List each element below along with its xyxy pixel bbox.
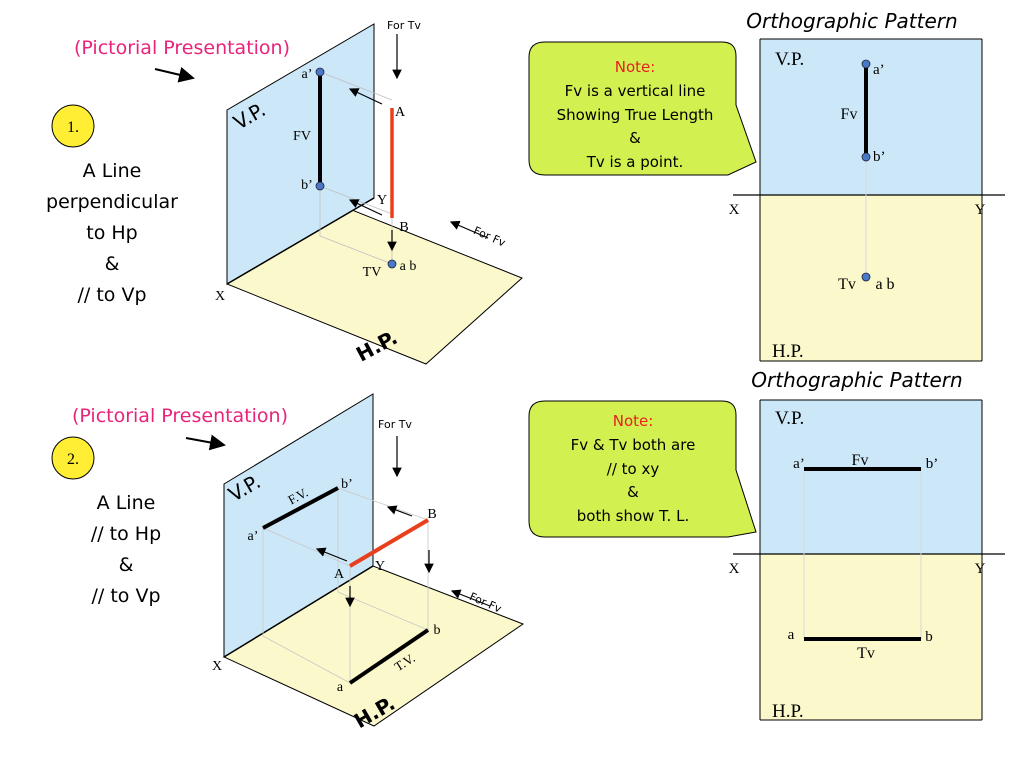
case1-note-line-4: Tv is a point. <box>586 153 684 171</box>
case2-x-label: X <box>212 659 222 674</box>
case1-ortho-ab: a b <box>875 276 894 293</box>
case2-orthographic <box>733 399 1005 721</box>
case1-desc-5: // to Vp <box>77 284 146 306</box>
case2-ortho-vp <box>760 400 982 554</box>
case2-note-line-1: Fv & Tv both are <box>571 436 696 454</box>
case1-ortho-y: Y <box>975 202 986 218</box>
case1-number-badge <box>51 104 95 148</box>
case2-for-tv: For Tv <box>378 418 412 431</box>
case2-ortho-y: Y <box>975 561 986 577</box>
case1-ortho-title: Orthographic Pattern <box>746 9 957 33</box>
case2-b-prime: b’ <box>341 477 353 492</box>
case1-note-callout <box>528 41 757 176</box>
case1-ortho-a-prime: a’ <box>873 62 885 78</box>
case1-note-line-1: Fv is a vertical line <box>565 82 706 100</box>
case2-ortho-b: b <box>925 629 933 645</box>
case2-a-prime: a’ <box>248 529 259 544</box>
case1-tv-label: TV <box>363 265 382 280</box>
case1-ortho-tv: Tv <box>838 276 856 293</box>
case2-ortho-title: Orthographic Pattern <box>751 368 962 392</box>
case2-note-line-4: both show T. L. <box>577 507 689 525</box>
case1-point-a-prime <box>315 67 325 77</box>
case2-tv-line <box>348 628 430 685</box>
case1-a-prime: a’ <box>302 67 313 82</box>
case2-ortho-x: X <box>729 561 740 577</box>
case2-note-callout <box>528 400 757 538</box>
case2-note-line-2: // to xy <box>607 460 660 478</box>
case2-number-badge <box>51 436 95 480</box>
case1-ortho-tv-point <box>861 272 871 282</box>
case2-ortho-tv: Tv <box>857 645 875 662</box>
case2-point-b: b <box>434 623 441 638</box>
case2-pictorial-title: (Pictorial Presentation) <box>72 405 288 427</box>
case1-ortho-hp <box>760 195 982 361</box>
case2-number: 2. <box>67 451 79 468</box>
case2-point-a: a <box>337 680 344 695</box>
case1-number: 1. <box>67 119 79 136</box>
case2-ortho-hp-label: H.P. <box>772 701 804 722</box>
case1-note-line-3: & <box>629 129 641 147</box>
case1-point-A: A <box>395 105 406 120</box>
case1-point-tv <box>387 259 397 269</box>
case1-desc-2: perpendicular <box>46 191 178 213</box>
case1-for-fv: For Fv <box>471 224 507 250</box>
case1-b-prime: b’ <box>301 178 313 193</box>
case2-ortho-b-prime: b’ <box>926 456 939 472</box>
case2-pictorial <box>51 393 525 727</box>
case1-ortho-fv: Fv <box>841 106 858 123</box>
case1-ortho-x: X <box>729 202 740 218</box>
case1-pictorial <box>51 23 523 365</box>
case2-note-line-3: & <box>627 483 639 501</box>
case1-note-title: Note: <box>615 58 656 76</box>
case1-desc-1: A Line <box>83 160 142 182</box>
case2-point-B: B <box>427 507 436 522</box>
case2-note-title: Note: <box>613 412 654 430</box>
case1-ortho-hp-label: H.P. <box>772 341 804 362</box>
case2-y-label: Y <box>375 559 385 574</box>
case1-ortho-b-prime: b’ <box>873 149 886 165</box>
case2-line-ab <box>348 518 430 568</box>
case2-point-A: A <box>334 567 345 582</box>
case1-desc-3: to Hp <box>86 222 137 244</box>
case1-desc-4: & <box>105 253 120 275</box>
case1-point-B: B <box>399 220 408 235</box>
case2-desc-2: // to Hp <box>91 523 161 545</box>
case1-for-tv: For Tv <box>387 19 421 32</box>
case2-desc-3: & <box>119 554 134 576</box>
case2-fv-line <box>262 486 339 530</box>
case1-note-line-2: Showing True Length <box>557 106 714 124</box>
case2-desc-1: A Line <box>97 492 156 514</box>
case1-ortho-vp <box>760 39 982 195</box>
case2-ortho-vp-label: V.P. <box>775 408 804 429</box>
case2-desc-4: // to Vp <box>91 585 160 607</box>
case2-ortho-fv: Fv <box>852 452 869 469</box>
case1-point-b-prime <box>315 181 325 191</box>
case2-ortho-a: a <box>788 627 795 643</box>
case1-y-label: Y <box>377 193 387 208</box>
case1-pictorial-title: (Pictorial Presentation) <box>74 37 290 59</box>
case1-ab-label: a b <box>400 259 417 274</box>
case1-x-label: X <box>215 289 225 304</box>
case1-ortho-vp-label: V.P. <box>775 49 804 70</box>
case2-ortho-a-prime: a’ <box>793 456 805 472</box>
case1-fv-label: FV <box>293 129 311 144</box>
case1-orthographic <box>733 38 1005 362</box>
